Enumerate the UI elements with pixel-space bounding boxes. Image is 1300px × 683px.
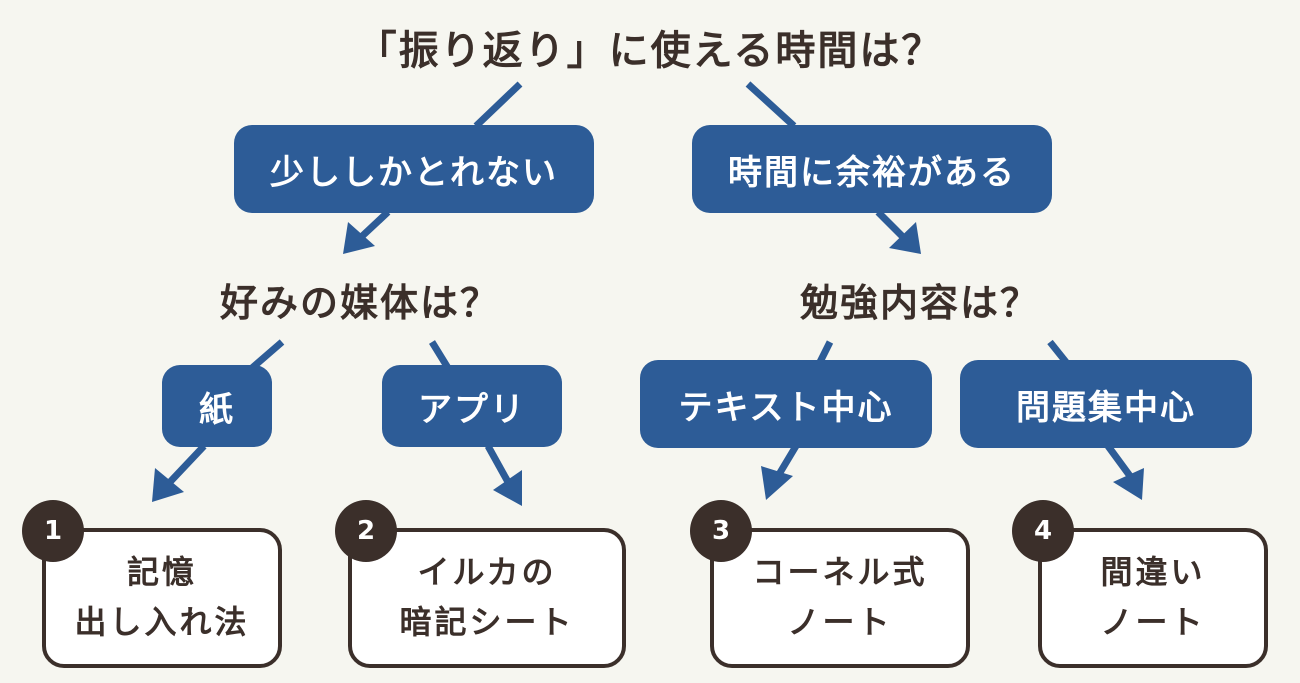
result-3-line-2: ノート: [787, 603, 893, 641]
connector-top-left: [473, 81, 523, 129]
arrow-paper-to-result1: [167, 443, 207, 485]
choice-problem-focus: 問題集中心: [960, 360, 1252, 448]
connector-content-problem: [1047, 339, 1069, 365]
number-badge-2: 2: [335, 500, 397, 562]
arrow-little-to-media: [355, 209, 391, 243]
result-1-line-2: 出し入れ法: [74, 603, 250, 641]
result-1-line-1: 記憶: [126, 553, 197, 592]
result-4-line-2: ノート: [1100, 603, 1206, 641]
arrowhead-ample-to-content: [889, 222, 921, 254]
result-2-line-1: イルカの: [417, 553, 557, 592]
connector-content-text: [816, 340, 834, 364]
arrowhead-little-to-media: [343, 222, 375, 254]
connector-media-app: [429, 340, 451, 370]
result-4-line-1: 間違い: [1100, 553, 1206, 592]
question-preferred-media: 好みの媒体は？: [219, 281, 500, 325]
question-study-content: 勉強内容は？: [799, 281, 1040, 325]
choice-app: アプリ: [382, 365, 562, 447]
result-box-2: イルカの 暗記シート: [348, 528, 626, 668]
arrow-ample-to-content: [875, 209, 909, 243]
connector-media-paper: [249, 339, 285, 371]
result-3-line-1: コーネル式: [752, 553, 928, 592]
arrowhead-text-to-result3: [761, 466, 793, 500]
question-review-time: 「振り返り」に使える時間は？: [356, 28, 944, 74]
result-box-1: 記憶 出し入れ法: [42, 528, 282, 668]
number-badge-4: 4: [1012, 500, 1074, 562]
number-badge-3: 3: [690, 500, 752, 562]
result-2-line-2: 暗記シート: [399, 603, 575, 641]
arrowhead-paper-to-result1: [152, 468, 184, 502]
arrowhead-problem-to-result4: [1113, 468, 1144, 500]
arrow-app-to-result2: [484, 444, 512, 484]
arrow-problem-to-result4: [1105, 443, 1133, 479]
choice-little-time: 少ししかとれない: [234, 125, 594, 213]
connector-top-right: [745, 81, 797, 129]
result-box-3: コーネル式 ノート: [710, 528, 970, 668]
choice-text-focus: テキスト中心: [640, 360, 932, 448]
arrowhead-app-to-result2: [493, 470, 522, 506]
arrow-text-to-result3: [774, 444, 800, 478]
choice-paper: 紙: [162, 365, 272, 447]
result-box-4: 間違い ノート: [1038, 528, 1268, 668]
number-badge-1: 1: [22, 500, 84, 562]
choice-ample-time: 時間に余裕がある: [692, 125, 1052, 213]
